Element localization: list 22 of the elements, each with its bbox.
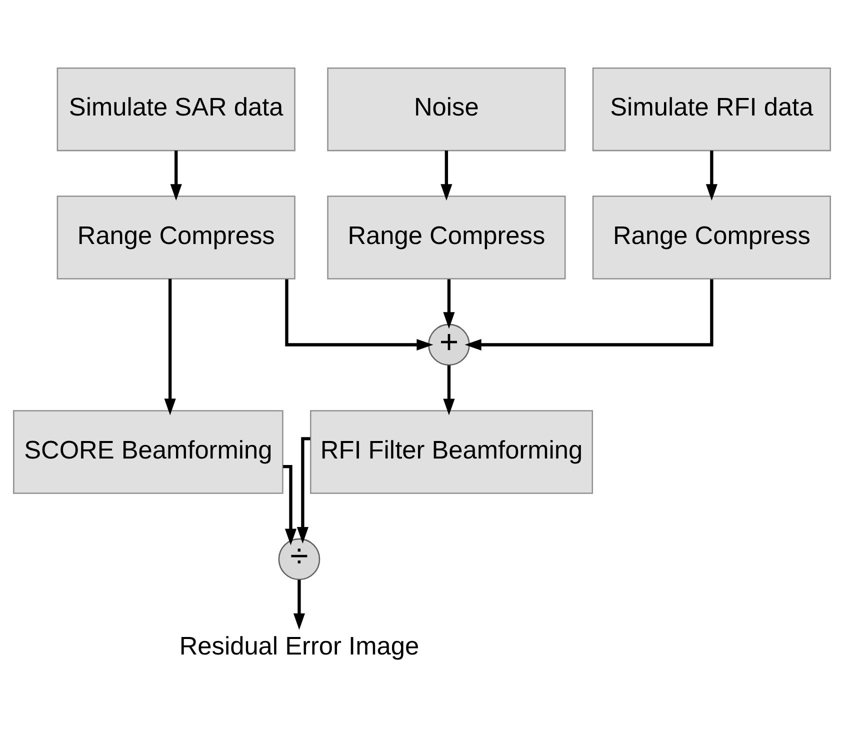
arrow: [296, 436, 310, 544]
node-box: Range Compress: [327, 195, 566, 279]
node-box: Range Compress: [592, 195, 831, 279]
node-box: RFI Filter Beamforming: [310, 410, 594, 494]
arrow: [464, 278, 714, 350]
node-box: SCORE Beamforming: [13, 410, 284, 494]
arrow: [283, 464, 297, 545]
node-circle: +: [428, 323, 470, 366]
node-box: Simulate RFI data: [592, 66, 831, 151]
node-box: Simulate SAR data: [56, 66, 296, 151]
node-text: Residual Error Image: [179, 632, 420, 660]
arrow: [443, 278, 455, 328]
arrow: [170, 150, 182, 200]
arrow: [285, 278, 434, 350]
node-box: Noise: [327, 66, 566, 151]
arrow: [293, 579, 305, 630]
arrow: [164, 278, 176, 415]
arrow: [443, 364, 455, 415]
node-circle: ÷: [278, 538, 320, 580]
arrow: [440, 150, 452, 200]
arrow: [706, 150, 718, 200]
node-box: Range Compress: [56, 195, 296, 279]
